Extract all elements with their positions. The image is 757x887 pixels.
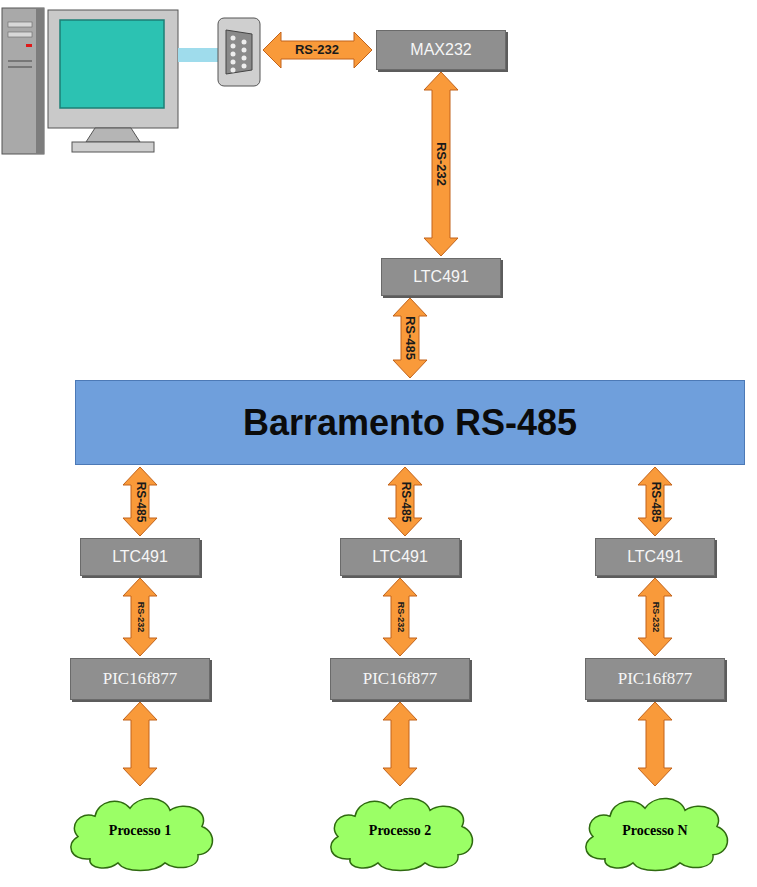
signal-label: RS-485 xyxy=(133,480,146,523)
signal-label: RS-232 xyxy=(294,43,340,57)
signal-label: RS-232 xyxy=(434,141,448,187)
cloud-shape xyxy=(71,799,213,871)
node-text: LTC491 xyxy=(372,548,428,566)
db9-pin xyxy=(231,52,236,57)
bus-arrow xyxy=(123,578,157,656)
pc-slot xyxy=(8,60,32,62)
bus-arrow xyxy=(383,578,417,656)
signal-label: RS-485 xyxy=(648,480,661,523)
node-text: PIC16f877 xyxy=(618,669,693,689)
cloud-shape xyxy=(586,799,728,871)
process-cloud: Processo 1 xyxy=(60,788,220,874)
node-text: Processo N xyxy=(622,823,687,839)
chip-box: LTC491 xyxy=(381,258,501,296)
pc-drive xyxy=(8,32,32,37)
bus-arrow xyxy=(638,467,672,536)
process-cloud: Processo 2 xyxy=(320,788,480,874)
signal-label: RS-485 xyxy=(403,315,417,361)
bus-arrow xyxy=(383,702,417,786)
db9-pin xyxy=(242,48,247,53)
monitor-stand xyxy=(86,128,140,142)
pc-tower xyxy=(2,8,44,154)
pc-drive xyxy=(8,22,32,27)
chip-box: MAX232 xyxy=(376,30,506,70)
node-text: LTC491 xyxy=(413,268,469,286)
node-text: Barramento RS-485 xyxy=(243,402,577,444)
bus-arrow xyxy=(388,467,422,536)
signal-label: RS-232 xyxy=(650,601,660,634)
node-text: LTC491 xyxy=(112,548,168,566)
microcontroller-box: PIC16f877 xyxy=(585,658,725,700)
db9-pin xyxy=(231,68,236,73)
node-text: PIC16f877 xyxy=(363,669,438,689)
db9-pin xyxy=(242,40,247,45)
process-cloud: Processo N xyxy=(575,788,735,874)
chip-box: LTC491 xyxy=(595,538,715,576)
bus-arrow xyxy=(123,702,157,786)
db9-pin xyxy=(231,44,236,49)
signal-label: RS-232 xyxy=(135,601,145,634)
db9-pin xyxy=(242,64,247,69)
signal-label: RS-232 xyxy=(395,601,405,634)
pc-slot xyxy=(8,66,32,68)
node-text: LTC491 xyxy=(627,548,683,566)
db9-pin xyxy=(231,36,236,41)
cloud-shape xyxy=(331,799,473,871)
pc-led xyxy=(26,44,32,47)
node-text: Processo 1 xyxy=(109,823,171,839)
db9-shell xyxy=(226,30,252,74)
serial-cable xyxy=(178,48,220,62)
monitor-screen xyxy=(60,20,164,108)
node-text: MAX232 xyxy=(410,41,471,59)
monitor-base xyxy=(72,142,154,152)
monitor-frame xyxy=(48,10,178,128)
db9-connector xyxy=(218,18,260,86)
bus-band: Barramento RS-485 xyxy=(75,380,745,465)
db9-pin xyxy=(231,60,236,65)
bus-arrow xyxy=(638,578,672,656)
signal-label: RS-485 xyxy=(398,480,411,523)
db9-pin xyxy=(242,56,247,61)
node-text: Processo 2 xyxy=(369,823,431,839)
microcontroller-box: PIC16f877 xyxy=(70,658,210,700)
chip-box: LTC491 xyxy=(80,538,200,576)
chip-box: LTC491 xyxy=(340,538,460,576)
bus-arrow xyxy=(393,298,427,378)
bus-arrow xyxy=(123,467,157,536)
serial-arrow xyxy=(263,32,372,68)
bus-arrow xyxy=(638,702,672,786)
pc-tower-side xyxy=(36,8,44,154)
microcontroller-box: PIC16f877 xyxy=(330,658,470,700)
node-text: PIC16f877 xyxy=(103,669,178,689)
bus-arrow xyxy=(424,72,458,256)
